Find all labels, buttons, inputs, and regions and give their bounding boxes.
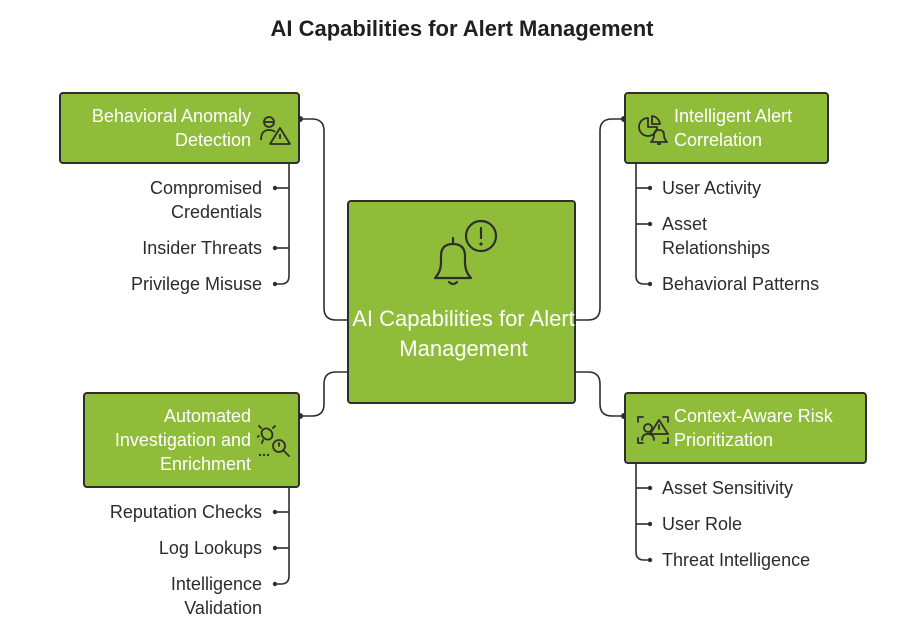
items-line-top-right [635, 164, 650, 285]
branch-behavioral-anomaly: Behavioral Anomaly Detection [59, 92, 300, 164]
list-item: User Activity [662, 178, 762, 198]
center-node: AI Capabilities for Alert Management [347, 200, 576, 404]
list-item: Log Lookups [158, 538, 262, 558]
scan-warning-icon [637, 416, 669, 444]
branch-automated-investigation: Automated Investigation and Enrichment [83, 392, 300, 488]
connector-bottom-right [576, 371, 624, 417]
center-label: AI Capabilities for Alert Management [352, 306, 575, 361]
connector-bottom-left [300, 371, 347, 417]
chart-bell-icon [638, 115, 668, 145]
bug-search-icon [257, 425, 290, 457]
list-item: Asset Sensitivity [662, 478, 794, 498]
branch-context-aware-risk: Context-Aware Risk Prioritization [624, 392, 867, 464]
list-item: Asset Relationships [662, 214, 771, 258]
user-warning-icon [260, 116, 291, 145]
list-item: User Role [662, 514, 743, 534]
branch-label: Intelligent Alert Correlation [674, 106, 793, 150]
diagram-title: AI Capabilities for Alert Management [270, 16, 654, 41]
bell-alert-icon [433, 219, 498, 286]
branch-label: Automated Investigation and Enrichment [114, 406, 251, 474]
list-item: Compromised Credentials [149, 178, 262, 222]
items-line-top-left [275, 164, 290, 285]
items-line-bottom-right [635, 464, 650, 561]
list-item: Privilege Misuse [130, 274, 262, 294]
branch-intelligent-correlation: Intelligent Alert Correlation [624, 92, 829, 164]
list-item: Reputation Checks [109, 502, 262, 522]
connector-top-left [300, 118, 347, 321]
list-item: Behavioral Patterns [662, 274, 820, 294]
branch-label: Context-Aware Risk Prioritization [674, 406, 833, 450]
connector-top-right [576, 118, 624, 321]
branch-label: Behavioral Anomaly Detection [91, 106, 251, 150]
list-item: Threat Intelligence [662, 550, 811, 570]
list-item: Insider Threats [142, 238, 262, 258]
items-line-bottom-left [275, 488, 290, 585]
list-item: Intelligence Validation [170, 574, 262, 618]
